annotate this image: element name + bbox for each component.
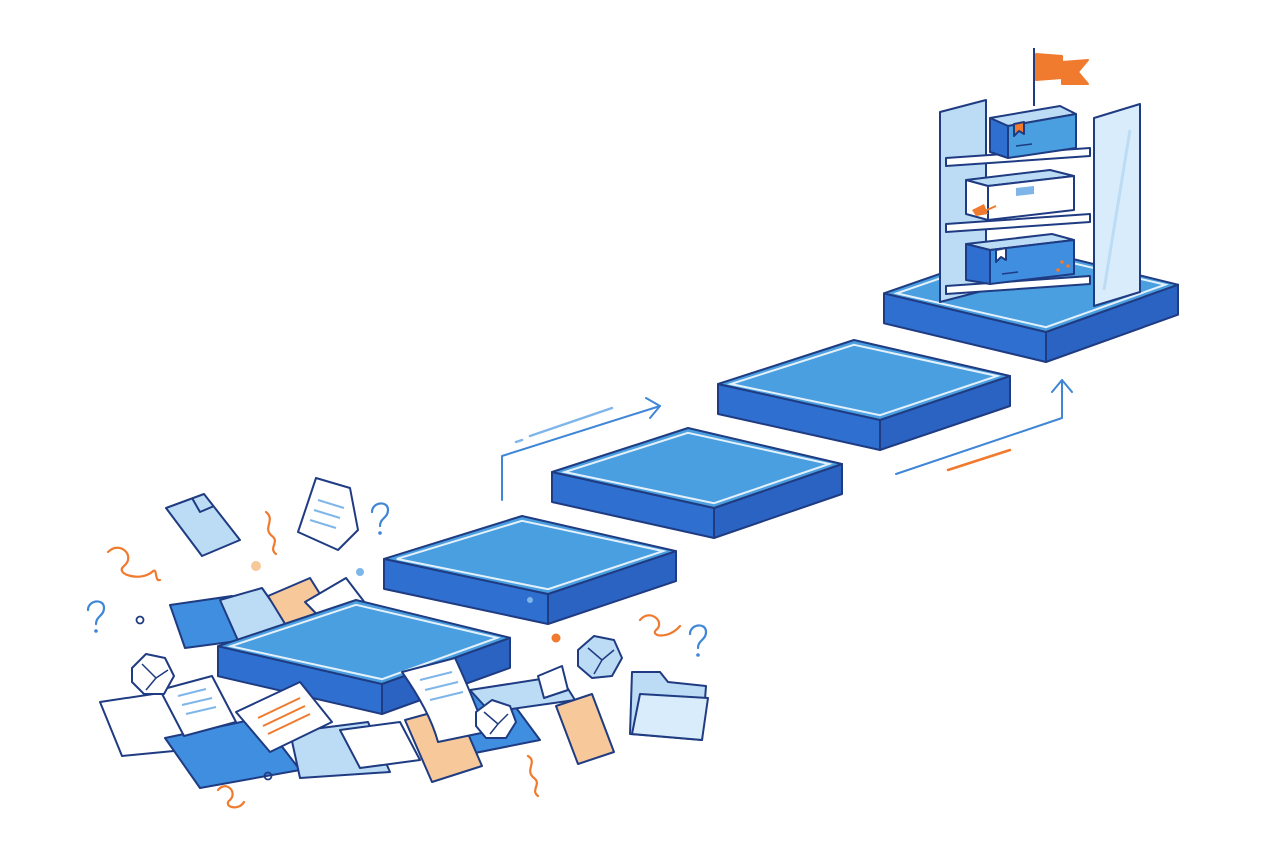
flag-icon — [1034, 48, 1088, 106]
step-platform-4 — [718, 340, 1010, 450]
question-mark-icon — [372, 503, 388, 526]
box-icon — [966, 170, 1074, 220]
squiggle-icon — [108, 548, 160, 580]
foreground-papers — [132, 478, 708, 764]
crumpled-paper-icon — [132, 654, 174, 694]
decorations — [88, 503, 706, 807]
dot — [265, 773, 272, 780]
document-icon — [166, 494, 240, 556]
question-mark-dot — [696, 653, 700, 657]
question-mark-icon — [88, 601, 104, 624]
document-icon — [160, 676, 236, 736]
motion-line — [948, 450, 1010, 470]
box-icon — [990, 106, 1076, 158]
dot — [251, 561, 261, 571]
dot — [356, 568, 364, 576]
step-platform-2 — [384, 516, 676, 624]
progress-arrows — [502, 380, 1072, 500]
platform-highlight — [565, 433, 829, 503]
squiggle-icon — [266, 512, 276, 554]
squiggle-icon — [528, 756, 538, 796]
dot — [551, 633, 561, 643]
scattered-sheet — [556, 694, 614, 764]
squiggle-icon — [640, 615, 680, 635]
step-platform-3 — [552, 428, 842, 538]
question-mark-icon — [690, 625, 706, 648]
shelf-icon — [940, 48, 1140, 306]
document-icon — [298, 478, 358, 550]
shelf-board — [946, 276, 1090, 294]
motion-line — [516, 440, 522, 442]
scattered-sheet — [538, 666, 568, 698]
shelf-board — [946, 214, 1090, 232]
platform-highlight — [231, 605, 497, 679]
document-icon — [236, 682, 332, 752]
platform-highlight — [397, 521, 663, 589]
platform-highlight — [731, 345, 997, 415]
platform-top-face — [718, 340, 1010, 420]
arrow-icon — [896, 380, 1072, 474]
box-icon — [966, 234, 1074, 284]
squiggle-icon — [218, 786, 244, 807]
folder-icon — [630, 672, 708, 740]
crumpled-paper-icon — [578, 636, 622, 678]
question-mark-dot — [94, 629, 98, 633]
motion-line — [530, 408, 612, 436]
dot — [527, 597, 533, 603]
crumpled-paper-icon — [476, 700, 516, 738]
platform-top-face — [552, 428, 842, 508]
platform-top-face — [384, 516, 676, 594]
arrow-icon — [502, 398, 660, 500]
dot — [137, 617, 144, 624]
scattered-sheet — [340, 722, 420, 768]
question-mark-dot — [378, 531, 382, 535]
